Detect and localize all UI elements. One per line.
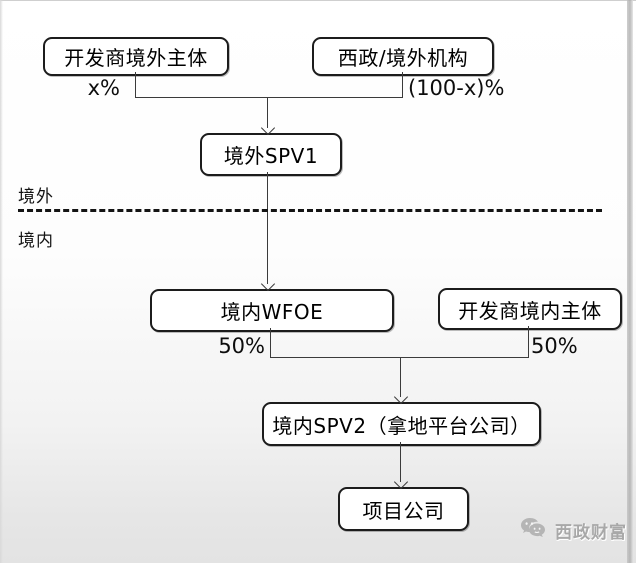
watermark-text: 西政财富: [555, 523, 627, 543]
node-developer-offshore-entity: 开发商境外主体: [43, 37, 229, 76]
label-onshore-region: 境内: [18, 231, 54, 251]
node-offshore-spv1: 境外SPV1: [200, 133, 342, 176]
node-xizheng-offshore-institution: 西政/境外机构: [312, 37, 494, 76]
label-x-percent: x%: [87, 76, 120, 100]
node-onshore-spv2-land-platform: 境内SPV2（拿地平台公司）: [262, 402, 541, 446]
watermark: 西政财富: [519, 517, 627, 544]
label-wfoe-50-percent: 50%: [218, 334, 265, 358]
edge-devoffshore-drop: [135, 72, 136, 97]
node-developer-onshore-entity: 开发商境内主体: [438, 288, 622, 330]
edge-spv2-to-project: [400, 442, 401, 482]
edge-spv1-to-wfoe: [267, 172, 268, 284]
wechat-logo-icon: [519, 517, 549, 544]
edge-devonshore-drop: [528, 326, 529, 357]
edge-merge-to-spv2: [400, 357, 401, 397]
top-edge-line: [0, 0, 636, 1]
label-100-minus-x-percent: (100-x)%: [408, 76, 505, 100]
edge-xizheng-drop: [402, 72, 403, 97]
label-devonshore-50-percent: 50%: [531, 334, 578, 358]
node-onshore-wfoe: 境内WFOE: [150, 289, 394, 332]
label-offshore-region: 境外: [18, 187, 54, 207]
node-project-company: 项目公司: [338, 487, 469, 531]
offshore-onshore-divider: [18, 209, 602, 212]
left-edge-shading: [0, 0, 3, 563]
edge-merge-to-spv1: [267, 97, 268, 128]
right-edge-shading: [627, 0, 633, 563]
edge-wfoe-drop: [270, 328, 271, 357]
edge-offshore-merge-bar: [135, 97, 403, 98]
edge-onshore-merge-bar: [270, 357, 529, 358]
